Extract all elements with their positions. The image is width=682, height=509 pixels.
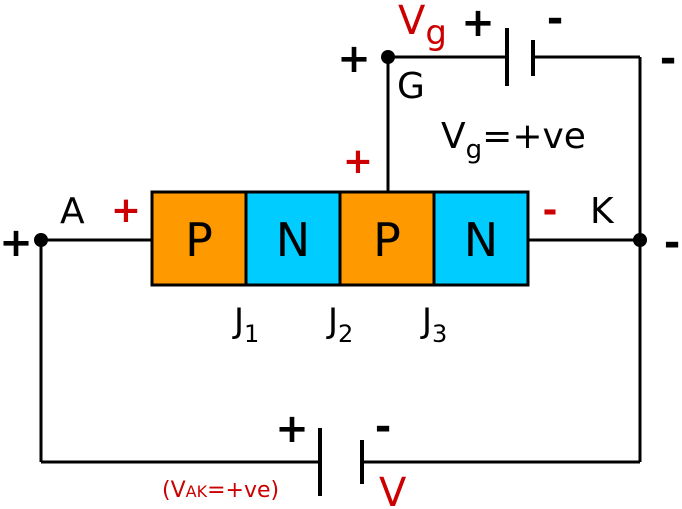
- junction-j3-label: J3: [420, 301, 447, 348]
- gate-red-plus-sign: +: [343, 141, 373, 182]
- anode-red-plus-sign: +: [111, 190, 141, 231]
- node-gate: [381, 50, 395, 64]
- anode-label: A: [60, 191, 85, 232]
- junction-j2-label: J2: [326, 301, 353, 348]
- junction-j1-label: J1: [232, 301, 259, 348]
- layer-n2-label: N: [464, 213, 498, 267]
- cathode-red-minus-sign: -: [543, 190, 558, 231]
- right-top-minus-sign: -: [660, 36, 677, 82]
- device-layers: P N P N: [150, 190, 530, 287]
- node-cathode: [633, 233, 647, 247]
- layer-n1-label: N: [276, 213, 310, 267]
- node-anode: [34, 233, 48, 247]
- layer-n2: [432, 190, 530, 287]
- anode-node-plus-sign: +: [0, 220, 33, 266]
- cathode-node-minus-sign: -: [664, 220, 681, 266]
- layer-p1-label: P: [185, 213, 213, 267]
- gate-label: G: [397, 66, 425, 107]
- cathode-label: K: [590, 191, 615, 232]
- main-battery-minus-sign: -: [375, 404, 392, 450]
- gate-battery-plus-sign: +: [461, 0, 495, 46]
- gate-battery-minus-sign: -: [547, 0, 564, 42]
- main-battery-plus-sign: +: [275, 406, 309, 452]
- main-source-label: V: [379, 470, 407, 509]
- gate-node-plus-sign: +: [337, 36, 371, 82]
- vak-condition-label: (VAK=+ve): [162, 478, 279, 503]
- layer-p2-label: P: [373, 213, 401, 267]
- gate-voltage-equation: Vg=+ve: [441, 116, 586, 165]
- gate-source-label: Vg: [398, 0, 447, 53]
